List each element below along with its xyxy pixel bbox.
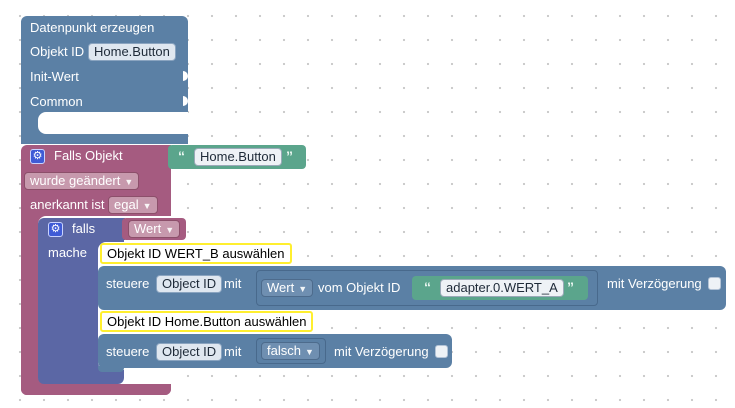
chevron-down-icon: ▼ [165, 225, 175, 235]
control-1-delay-checkbox[interactable] [708, 277, 721, 290]
chevron-down-icon: ▼ [124, 177, 134, 187]
control-2-with-label: mit [224, 344, 242, 359]
on-change-bottom-ext [21, 384, 171, 395]
ack-dropdown[interactable]: egal▼ [108, 196, 158, 214]
control-2-object-id[interactable]: Object ID [156, 343, 223, 361]
common-label: Common [30, 94, 83, 109]
if-header-ext [115, 218, 125, 240]
init-value-input-notch[interactable] [183, 71, 188, 81]
create-object-id-field[interactable]: Home.Button [88, 43, 176, 61]
control-1-object-id[interactable]: Object ID [156, 275, 223, 293]
if-gear-icon[interactable]: ⚙ [48, 222, 63, 237]
trigger-dropdown[interactable]: wurde geändert▼ [24, 172, 140, 190]
common-input-notch[interactable] [183, 96, 188, 106]
control-1-label: steuere [106, 276, 150, 291]
from-object-label: vom Objekt ID [318, 280, 401, 295]
control-1-with-label: mit [224, 276, 242, 291]
control-2-next-tab [98, 366, 124, 372]
condition-dropdown[interactable]: Wert▼ [128, 220, 181, 238]
close-quote-icon: ” [286, 148, 293, 164]
condition-dropdown-value: Wert [134, 221, 162, 236]
ack-label: anerkannt ist [30, 197, 105, 212]
value-dropdown-value: Wert [267, 280, 295, 295]
trigger-dropdown-value: wurde geändert [30, 173, 121, 188]
init-value-label: Init-Wert [30, 69, 79, 84]
on-change-object-field[interactable]: Home.Button [194, 148, 282, 166]
on-change-gear-icon[interactable]: ⚙ [30, 149, 45, 164]
source-id-field[interactable]: adapter.0.WERT_A [440, 279, 564, 297]
comment-2[interactable]: Objekt ID Home.Button auswählen [100, 311, 314, 332]
boolean-dropdown-value: falsch [267, 343, 301, 358]
create-datapoint-title: Datenpunkt erzeugen [30, 20, 155, 35]
create-object-id-label: Objekt ID [30, 44, 85, 59]
if-label: falls [72, 221, 96, 236]
open-quote-icon: “ [424, 279, 431, 295]
value-dropdown[interactable]: Wert▼ [261, 279, 314, 297]
close-quote-icon: ” [567, 279, 574, 295]
control-2-label: steuere [106, 344, 150, 359]
create-datapoint-bottom [21, 134, 188, 144]
boolean-dropdown[interactable]: falsch▼ [261, 342, 320, 360]
open-quote-icon: “ [178, 148, 185, 164]
ack-dropdown-value: egal [114, 197, 139, 212]
chevron-down-icon: ▼ [304, 347, 314, 357]
control-2-delay-label: mit Verzögerung [334, 344, 429, 359]
control-1-delay-label: mit Verzögerung [607, 276, 702, 291]
on-change-title: Falls Objekt [54, 148, 123, 163]
chevron-down-icon: ▼ [142, 201, 152, 211]
on-change-header-ext [160, 145, 171, 169]
comment-1[interactable]: Objekt ID WERT_B auswählen [100, 243, 292, 264]
do-label: mache [48, 245, 88, 260]
create-datapoint-cavity [38, 112, 188, 134]
control-2-delay-checkbox[interactable] [435, 345, 448, 358]
chevron-down-icon: ▼ [298, 284, 308, 294]
